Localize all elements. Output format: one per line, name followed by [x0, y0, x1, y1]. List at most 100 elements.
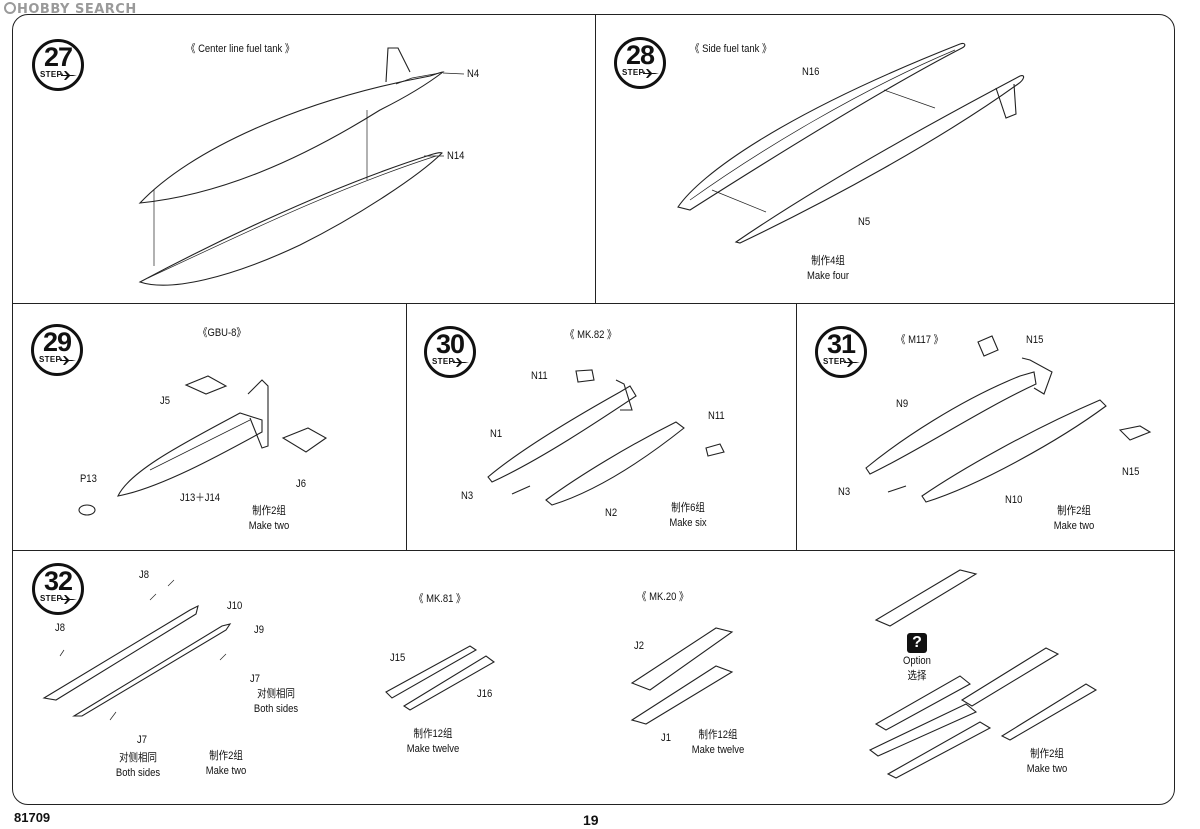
step-27-badge: 27 STEP: [32, 39, 84, 91]
part-label-n3: N3: [461, 490, 474, 502]
step-30-badge: 30 STEP: [424, 326, 476, 378]
kit-number: 81709: [14, 810, 51, 825]
quantity-cn: 制作12组: [698, 729, 738, 741]
step-word: STEP: [40, 594, 63, 603]
fuel-tank-side-left-half: [677, 42, 966, 211]
step-word: STEP: [622, 68, 645, 77]
part-label-j2: J2: [634, 640, 644, 652]
quantity-en: Make two: [248, 520, 290, 532]
mk20-bombs: [630, 627, 734, 725]
quantity-cn: 制作12组: [413, 728, 453, 740]
part-label-n11-right: N11: [708, 410, 725, 422]
part-label-j13-j14: J13＋J14: [180, 492, 220, 504]
divider-col-27-28: [595, 15, 596, 303]
fuel-tank-side-right-half: [734, 75, 1025, 244]
step-28-quantity: 制作4组 Make four: [785, 254, 871, 284]
quantity-cn: 制作2组: [209, 750, 243, 762]
step-31-badge: 31 STEP: [815, 326, 867, 378]
step-number: 29: [42, 327, 72, 357]
step-31-quantity: 制作2组 Make two: [1031, 504, 1117, 534]
quantity-en: Make twelve: [406, 743, 460, 755]
step-word: STEP: [823, 357, 846, 366]
option-bomb-cluster: [868, 569, 1098, 779]
quantity-cn: 制作4组: [811, 255, 845, 267]
part-label-j9: J9: [254, 624, 264, 636]
jet-icon: [60, 356, 76, 365]
quantity-en: Make two: [1026, 763, 1068, 775]
step-28-badge: 28 STEP: [614, 37, 666, 89]
quantity-en: Make four: [806, 270, 850, 282]
jet-icon: [844, 358, 860, 367]
part-label-n15-right: N15: [1122, 466, 1140, 478]
step-30-quantity: 制作6组 Make six: [645, 501, 731, 531]
both-sides-note-left: 对侧相同 Both sides: [95, 751, 181, 781]
quantity-cn: 制作2组: [1057, 505, 1091, 517]
part-label-n9: N9: [896, 398, 909, 410]
step-32-badge: 32 STEP: [32, 563, 84, 615]
both-sides-en: Both sides: [115, 767, 161, 779]
quantity-cn: 制作6组: [671, 502, 705, 514]
option-quantity: 制作2组 Make two: [1004, 747, 1090, 777]
quantity-en: Make two: [205, 765, 247, 777]
divider-row2: [13, 550, 1174, 551]
quantity-cn: 制作2组: [252, 505, 286, 517]
part-label-n11-top: N11: [531, 370, 548, 382]
watermark: HOBBY SEARCH: [4, 2, 137, 17]
mk81-title: 《 MK.81 》: [414, 593, 466, 605]
step-29-title: 《GBU-8》: [198, 327, 246, 339]
step-word: STEP: [432, 357, 455, 366]
part-label-j6: J6: [296, 478, 306, 490]
mk20-title: 《 MK.20 》: [637, 591, 689, 603]
part-label-n16: N16: [802, 66, 820, 78]
both-sides-cn: 对侧相同: [257, 688, 295, 700]
option-note: Option 选择: [874, 654, 960, 684]
step-29-badge: 29 STEP: [31, 324, 83, 376]
fuel-tank-center-lower: [138, 152, 443, 286]
m117-bomb: [865, 335, 1152, 503]
step-32-quantity: 制作2组 Make two: [183, 749, 269, 779]
step-number: 28: [625, 40, 655, 70]
gbu8-body: [78, 375, 328, 516]
page-frame: [12, 14, 1175, 805]
part-label-j8-top: J8: [139, 569, 149, 581]
part-label-j8-left: J8: [55, 622, 65, 634]
part-label-n1: N1: [490, 428, 503, 440]
step-28-title: 《 Side fuel tank 》: [690, 43, 772, 55]
part-label-j1: J1: [661, 732, 671, 744]
divider-col-29-30: [406, 303, 407, 550]
step-word: STEP: [40, 70, 63, 79]
divider-row1: [13, 303, 1174, 304]
option-cn: 选择: [907, 670, 927, 682]
fuel-tank-center-upper: [138, 47, 445, 204]
jet-icon: [453, 358, 469, 367]
mk82-bomb: [487, 369, 725, 506]
part-label-j7-bottom: J7: [137, 734, 147, 746]
option-question-icon: ?: [907, 633, 927, 653]
part-label-j16: J16: [477, 688, 493, 700]
step-31-title: 《 M117 》: [896, 334, 944, 346]
quantity-en: Make two: [1053, 520, 1095, 532]
page-number: 19: [583, 812, 599, 828]
both-sides-note-right: 对侧相同 Both sides: [233, 687, 319, 717]
step-30-title: 《 MK.82 》: [565, 329, 617, 341]
step-number: 30: [435, 329, 465, 359]
part-label-j15: J15: [390, 652, 406, 664]
pylon-assembly: [42, 579, 232, 721]
part-label-j10: J10: [227, 600, 243, 612]
part-label-j5: J5: [160, 395, 170, 407]
quantity-en: Make six: [669, 517, 707, 529]
part-label-n5: N5: [858, 216, 871, 228]
both-sides-cn: 对侧相同: [119, 752, 157, 764]
watermark-logo-icon: [4, 2, 16, 14]
step-number: 32: [43, 566, 73, 596]
both-sides-en: Both sides: [253, 703, 299, 715]
quantity-en: Make twelve: [691, 744, 745, 756]
quantity-cn: 制作2组: [1030, 748, 1064, 760]
jet-icon: [643, 69, 659, 78]
jet-icon: [61, 595, 77, 604]
mk81-bombs: [385, 645, 495, 711]
part-label-n4: N4: [467, 68, 480, 80]
step-29-quantity: 制作2组 Make two: [226, 504, 312, 534]
